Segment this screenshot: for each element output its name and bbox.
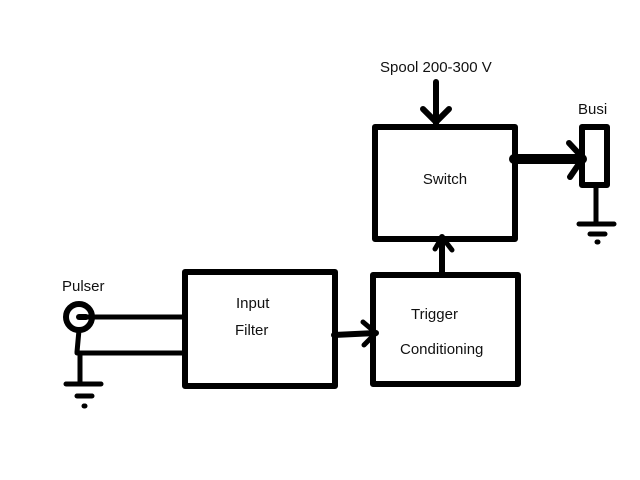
trigger-label-line1: Trigger [411,306,458,323]
busi-ground-icon [576,221,617,245]
filter-to-trigger-arrow [331,319,379,348]
trigger-conditioning-block: Trigger Conditioning [370,272,521,387]
switch-label: Switch [423,171,467,188]
filter-label-line1: Input [236,295,270,312]
trigger-to-switch-arrow [432,234,455,276]
switch-to-busi-arrow [509,140,587,180]
busi-spark-plug [579,124,610,225]
pulser-wires [74,314,187,385]
supply-arrow [420,79,452,127]
trigger-label-line2: Conditioning [400,341,483,358]
input-filter-block: Input Filter [182,269,338,389]
busi-label: Busi [578,101,607,118]
pulser-label: Pulser [62,278,105,295]
pulser-ground-icon [63,381,104,409]
filter-label-line2: Filter [235,322,268,339]
switch-block: Switch [372,124,518,242]
supply-label: Spool 200-300 V [380,59,492,76]
